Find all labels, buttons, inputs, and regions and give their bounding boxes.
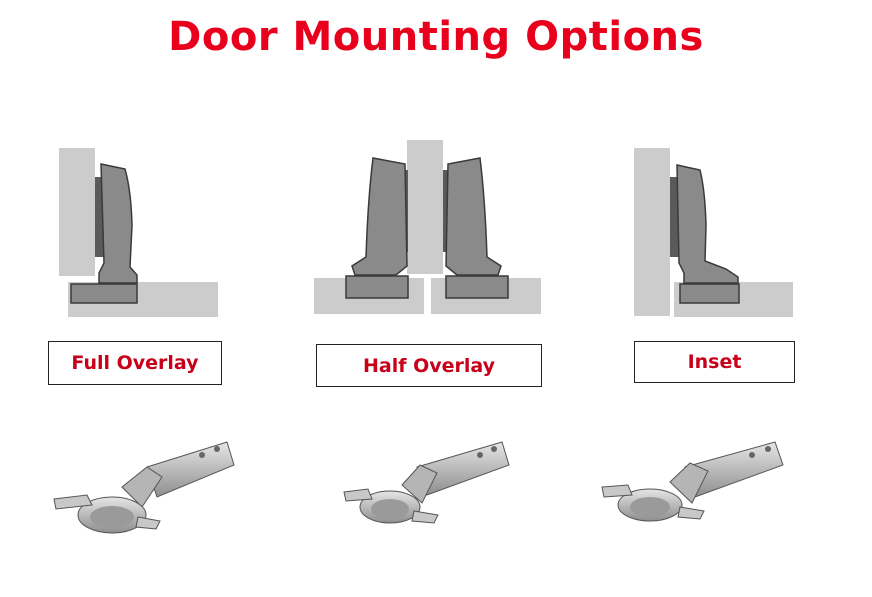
cabinet-side-panel	[59, 148, 95, 276]
cabinet-side-panel	[634, 148, 670, 316]
hinge-arm-left	[351, 157, 408, 276]
hinge-cup	[70, 283, 138, 304]
label-full-overlay: Full Overlay	[48, 341, 222, 385]
hinge-base	[95, 177, 104, 257]
hinge-cup	[679, 283, 740, 304]
label-inset-text: Inset	[687, 351, 742, 373]
half-overlay-hinge-image	[343, 441, 510, 524]
label-full-overlay-text: Full Overlay	[71, 352, 199, 374]
label-half-overlay: Half Overlay	[316, 344, 542, 387]
hinge-arm	[98, 163, 138, 284]
label-half-overlay-text: Half Overlay	[362, 354, 496, 377]
hinge-cup-right	[445, 275, 509, 299]
hinge-arm-right	[445, 157, 502, 276]
inset-diagram	[634, 148, 793, 317]
cabinet-center-panel	[407, 140, 443, 274]
label-inset: Inset	[634, 341, 795, 383]
full-overlay-hinge-image	[53, 441, 235, 534]
hinge-cup-left	[345, 275, 409, 299]
half-overlay-diagram	[314, 140, 541, 314]
page-title: Door Mounting Options	[168, 14, 704, 60]
full-overlay-diagram	[59, 148, 218, 317]
hinge-arm	[676, 164, 739, 284]
inset-hinge-image	[601, 441, 784, 522]
hinge-base	[670, 177, 679, 257]
